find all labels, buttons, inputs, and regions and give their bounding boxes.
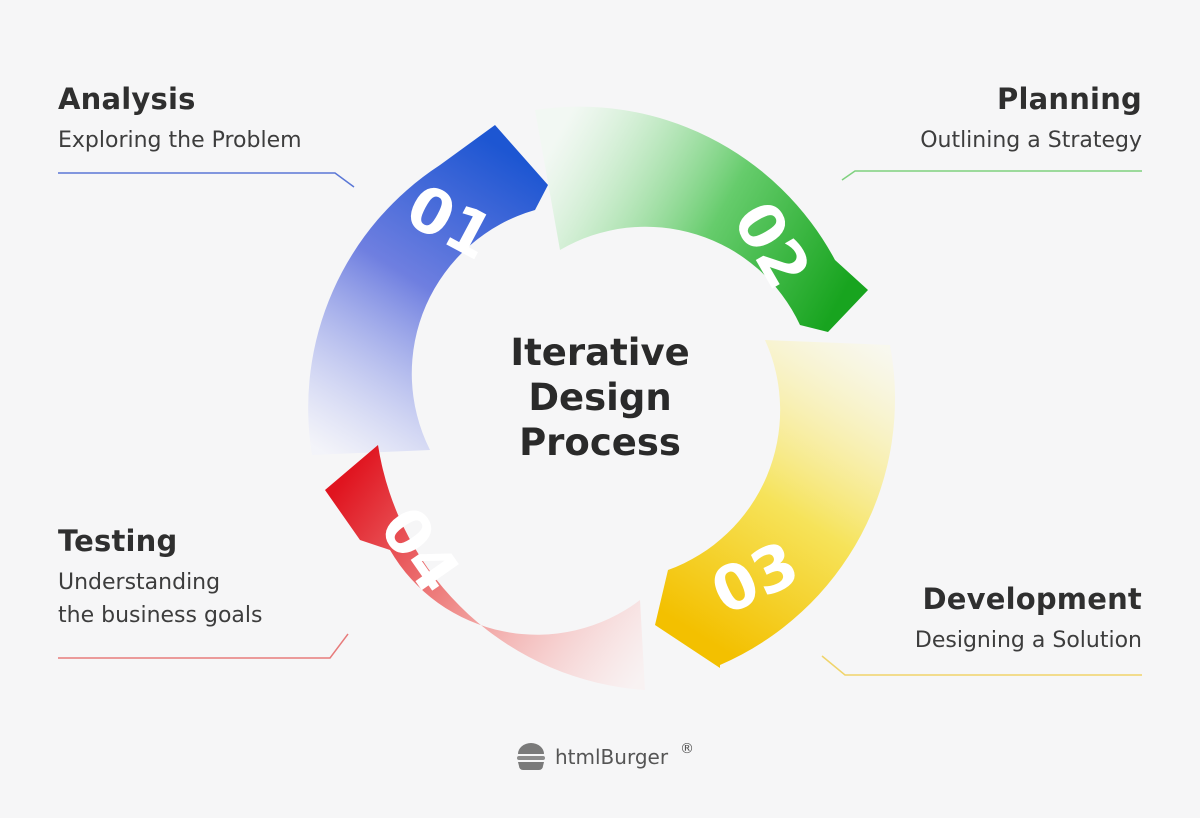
analysis-connector-line [58,172,355,188]
testing-connector-line [58,633,349,659]
step-04-subtitle-line-2: the business goals [58,603,263,628]
planning-connector-line [841,170,1142,181]
brand-name: htmlBurger [555,745,669,769]
step-01-subtitle: Exploring the Problem [58,124,302,157]
burger-icon [517,743,545,770]
diagram-title: Iterative Design Process [450,330,750,465]
step-03-label: Development Designing a Solution [915,582,1142,657]
step-04-arrow [325,445,645,690]
step-03-title: Development [922,582,1142,616]
step-01-label: Analysis Exploring the Problem [58,82,302,157]
brand-logo: htmlBurger ® [515,741,695,772]
step-01-arrow [308,125,548,455]
step-03-arrow [655,340,896,668]
step-02-title: Planning [997,82,1142,116]
step-04-subtitle: Understanding the business goals [58,566,262,632]
step-04-subtitle-line-1: Understanding [58,570,221,595]
title-line-2: Design [528,376,672,419]
step-03-subtitle: Designing a Solution [915,624,1142,657]
step-02-subtitle: Outlining a Strategy [920,124,1142,157]
step-04-title: Testing [58,524,178,558]
title-line-1: Iterative [510,331,690,374]
registered-mark: ® [680,741,695,757]
step-02-label: Planning Outlining a Strategy [920,82,1142,157]
step-02-arrow [535,106,868,332]
title-line-3: Process [519,421,681,464]
step-01-title: Analysis [58,82,196,116]
step-03-subtitle-line: Designing a Solution [914,628,1142,653]
development-connector-line [821,655,1142,676]
step-01-subtitle-line: Exploring the Problem [58,128,302,153]
step-04-label: Testing Understanding the business goals [58,524,262,632]
step-02-subtitle-line: Outlining a Strategy [920,128,1142,153]
